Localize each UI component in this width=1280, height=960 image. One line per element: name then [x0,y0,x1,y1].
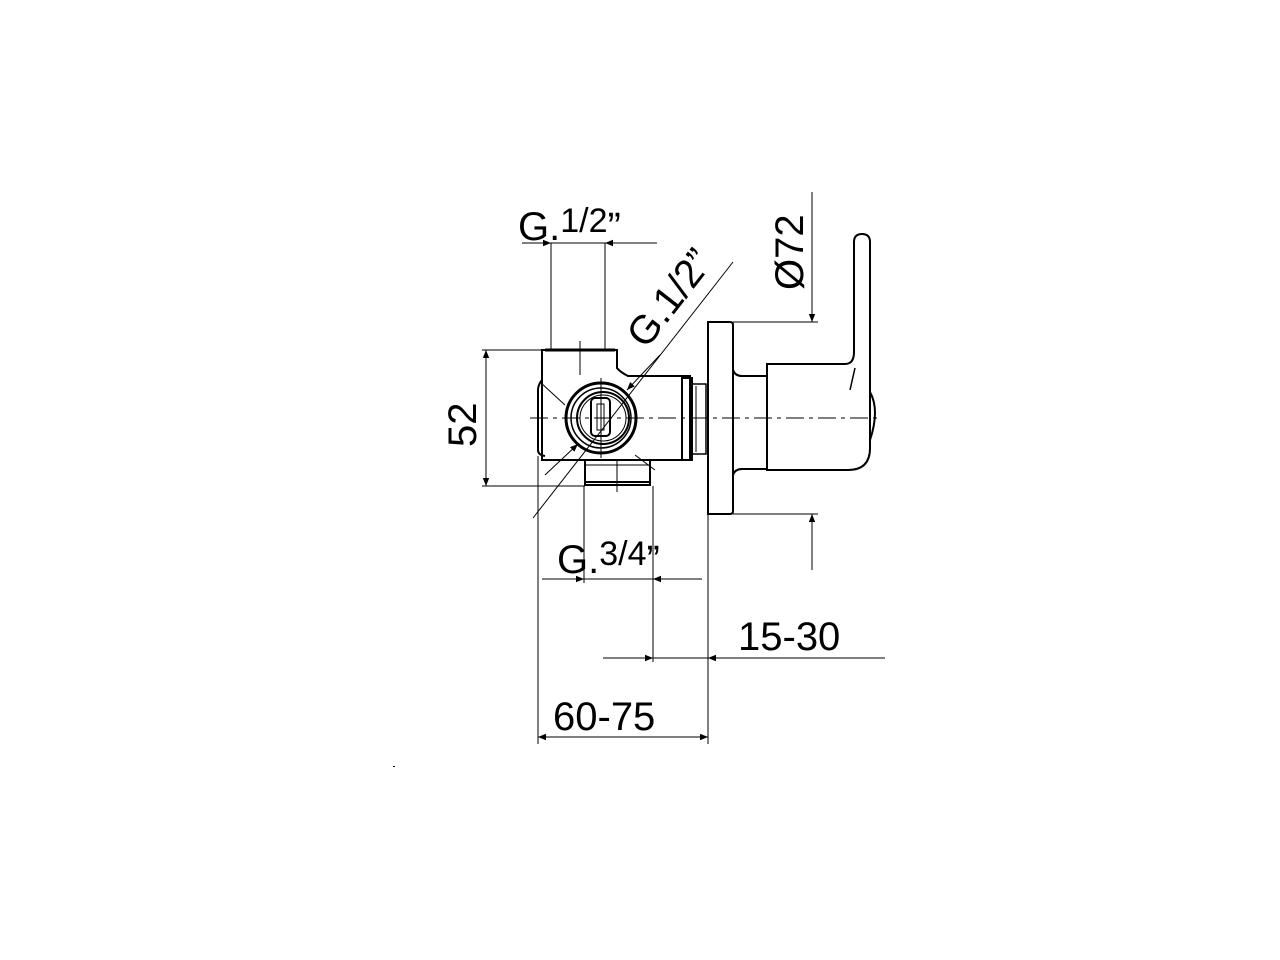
centre-lines [530,341,880,492]
dimension-top-inlet: G.1/2” [518,202,657,350]
dimension-plate-diameter: Ø72 [733,192,818,570]
stray-dot [393,766,395,767]
diagonal-inlet-label: G.1/2” [618,241,721,356]
top-inlet-label: G.1/2” [518,202,621,249]
bottom-outlet-label: G.3/4” [557,535,660,582]
dimension-body-depth: 60-75 [537,456,709,744]
body-depth-label: 60-75 [553,695,655,739]
plate-diameter-label: Ø72 [768,214,812,290]
dimension-wall-offset: 15-30 [603,615,885,662]
body-height-label: 52 [441,403,485,448]
dimension-body-height: 52 [441,349,585,487]
wall-plate-and-handle [707,232,876,515]
dimension-bottom-outlet: G.3/4” [542,486,702,662]
wall-offset-label: 15-30 [738,615,840,659]
dimension-diagonal-inlet: G.1/2” [532,241,734,519]
